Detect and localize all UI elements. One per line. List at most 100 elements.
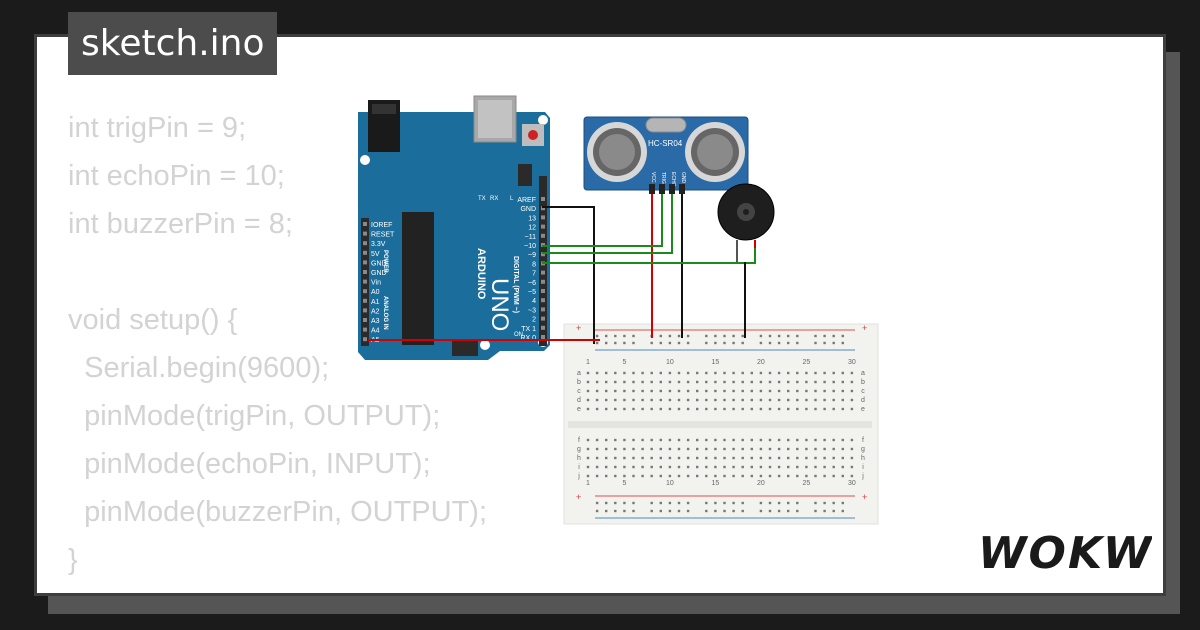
breadboard-hole[interactable] xyxy=(668,438,672,442)
breadboard-hole[interactable] xyxy=(741,465,744,469)
breadboard-hole[interactable] xyxy=(787,389,790,393)
arduino-pin[interactable] xyxy=(541,270,545,275)
breadboard-hole[interactable] xyxy=(705,334,708,338)
breadboard-hole[interactable] xyxy=(650,456,653,460)
breadboard-hole[interactable] xyxy=(796,501,799,505)
breadboard-hole[interactable] xyxy=(696,438,699,442)
breadboard-hole[interactable] xyxy=(623,501,626,505)
breadboard-hole[interactable] xyxy=(759,509,763,513)
breadboard-hole[interactable] xyxy=(595,334,599,338)
breadboard-hole[interactable] xyxy=(832,465,835,469)
breadboard-hole[interactable] xyxy=(732,456,735,460)
breadboard-hole[interactable] xyxy=(723,474,726,478)
breadboard-hole[interactable] xyxy=(668,398,672,402)
breadboard-hole[interactable] xyxy=(668,509,672,513)
breadboard-hole[interactable] xyxy=(750,371,753,375)
breadboard-hole[interactable] xyxy=(623,341,626,345)
breadboard-hole[interactable] xyxy=(723,380,726,384)
breadboard-hole[interactable] xyxy=(732,438,735,442)
breadboard-hole[interactable] xyxy=(850,474,854,478)
breadboard-hole[interactable] xyxy=(714,398,717,402)
breadboard-hole[interactable] xyxy=(777,447,781,451)
breadboard-hole[interactable] xyxy=(759,341,763,345)
breadboard-hole[interactable] xyxy=(614,407,617,411)
arduino-pin[interactable] xyxy=(541,307,545,312)
breadboard-hole[interactable] xyxy=(841,509,844,513)
breadboard-hole[interactable] xyxy=(650,438,653,442)
breadboard-hole[interactable] xyxy=(714,371,717,375)
breadboard-hole[interactable] xyxy=(841,407,844,411)
breadboard-hole[interactable] xyxy=(777,465,781,469)
breadboard-hole[interactable] xyxy=(723,509,726,513)
breadboard-hole[interactable] xyxy=(787,371,790,375)
breadboard-hole[interactable] xyxy=(686,398,690,402)
breadboard-hole[interactable] xyxy=(614,456,617,460)
breadboard-hole[interactable] xyxy=(705,389,708,393)
breadboard-hole[interactable] xyxy=(714,509,717,513)
breadboard-hole[interactable] xyxy=(677,341,681,345)
breadboard-hole[interactable] xyxy=(768,474,772,478)
breadboard-hole[interactable] xyxy=(595,501,599,505)
breadboard-hole[interactable] xyxy=(832,341,835,345)
breadboard-hole[interactable] xyxy=(659,334,662,338)
breadboard-hole[interactable] xyxy=(796,438,799,442)
arduino-pin[interactable] xyxy=(363,270,367,274)
arduino-pin[interactable] xyxy=(541,289,545,293)
breadboard-hole[interactable] xyxy=(805,380,808,384)
breadboard-hole[interactable] xyxy=(705,501,708,505)
arduino-pin[interactable] xyxy=(541,233,545,238)
breadboard-hole[interactable] xyxy=(850,380,854,384)
breadboard-hole[interactable] xyxy=(750,398,753,402)
breadboard-hole[interactable] xyxy=(605,341,608,345)
breadboard-hole[interactable] xyxy=(814,407,817,411)
breadboard-hole[interactable] xyxy=(605,334,608,338)
breadboard-hole[interactable] xyxy=(723,501,726,505)
breadboard-hole[interactable] xyxy=(823,407,826,411)
breadboard-hole[interactable] xyxy=(605,389,608,393)
breadboard-hole[interactable] xyxy=(741,509,744,513)
breadboard-hole[interactable] xyxy=(759,438,763,442)
breadboard-hole[interactable] xyxy=(605,371,608,375)
breadboard-hole[interactable] xyxy=(723,371,726,375)
breadboard-hole[interactable] xyxy=(705,380,708,384)
breadboard-hole[interactable] xyxy=(595,371,599,375)
arduino-pin[interactable] xyxy=(363,222,367,226)
breadboard-hole[interactable] xyxy=(832,501,835,505)
breadboard-hole[interactable] xyxy=(605,509,608,513)
breadboard-hole[interactable] xyxy=(614,474,617,478)
breadboard-hole[interactable] xyxy=(641,474,644,478)
breadboard-hole[interactable] xyxy=(777,341,781,345)
breadboard-hole[interactable] xyxy=(641,456,644,460)
breadboard-hole[interactable] xyxy=(686,380,690,384)
breadboard-hole[interactable] xyxy=(814,398,817,402)
breadboard-hole[interactable] xyxy=(586,438,590,442)
breadboard-hole[interactable] xyxy=(677,509,681,513)
breadboard-hole[interactable] xyxy=(723,341,726,345)
breadboard-hole[interactable] xyxy=(759,456,763,460)
breadboard-hole[interactable] xyxy=(686,371,690,375)
breadboard-hole[interactable] xyxy=(805,398,808,402)
breadboard-hole[interactable] xyxy=(586,380,590,384)
arduino-pin[interactable] xyxy=(363,250,367,255)
breadboard-hole[interactable] xyxy=(650,380,653,384)
breadboard-hole[interactable] xyxy=(814,509,817,513)
breadboard-hole[interactable] xyxy=(832,474,835,478)
breadboard-hole[interactable] xyxy=(650,501,653,505)
breadboard-hole[interactable] xyxy=(732,465,735,469)
breadboard-hole[interactable] xyxy=(677,371,681,375)
breadboard-hole[interactable] xyxy=(714,438,717,442)
breadboard-hole[interactable] xyxy=(768,334,772,338)
breadboard-hole[interactable] xyxy=(768,509,772,513)
breadboard-hole[interactable] xyxy=(759,371,763,375)
breadboard-hole[interactable] xyxy=(614,398,617,402)
breadboard-hole[interactable] xyxy=(605,398,608,402)
breadboard-hole[interactable] xyxy=(614,447,617,451)
breadboard-hole[interactable] xyxy=(814,465,817,469)
breadboard-hole[interactable] xyxy=(686,456,690,460)
breadboard-hole[interactable] xyxy=(832,371,835,375)
breadboard-hole[interactable] xyxy=(741,474,744,478)
breadboard-hole[interactable] xyxy=(714,465,717,469)
breadboard-hole[interactable] xyxy=(586,389,590,393)
breadboard-hole[interactable] xyxy=(787,456,790,460)
breadboard-hole[interactable] xyxy=(796,456,799,460)
